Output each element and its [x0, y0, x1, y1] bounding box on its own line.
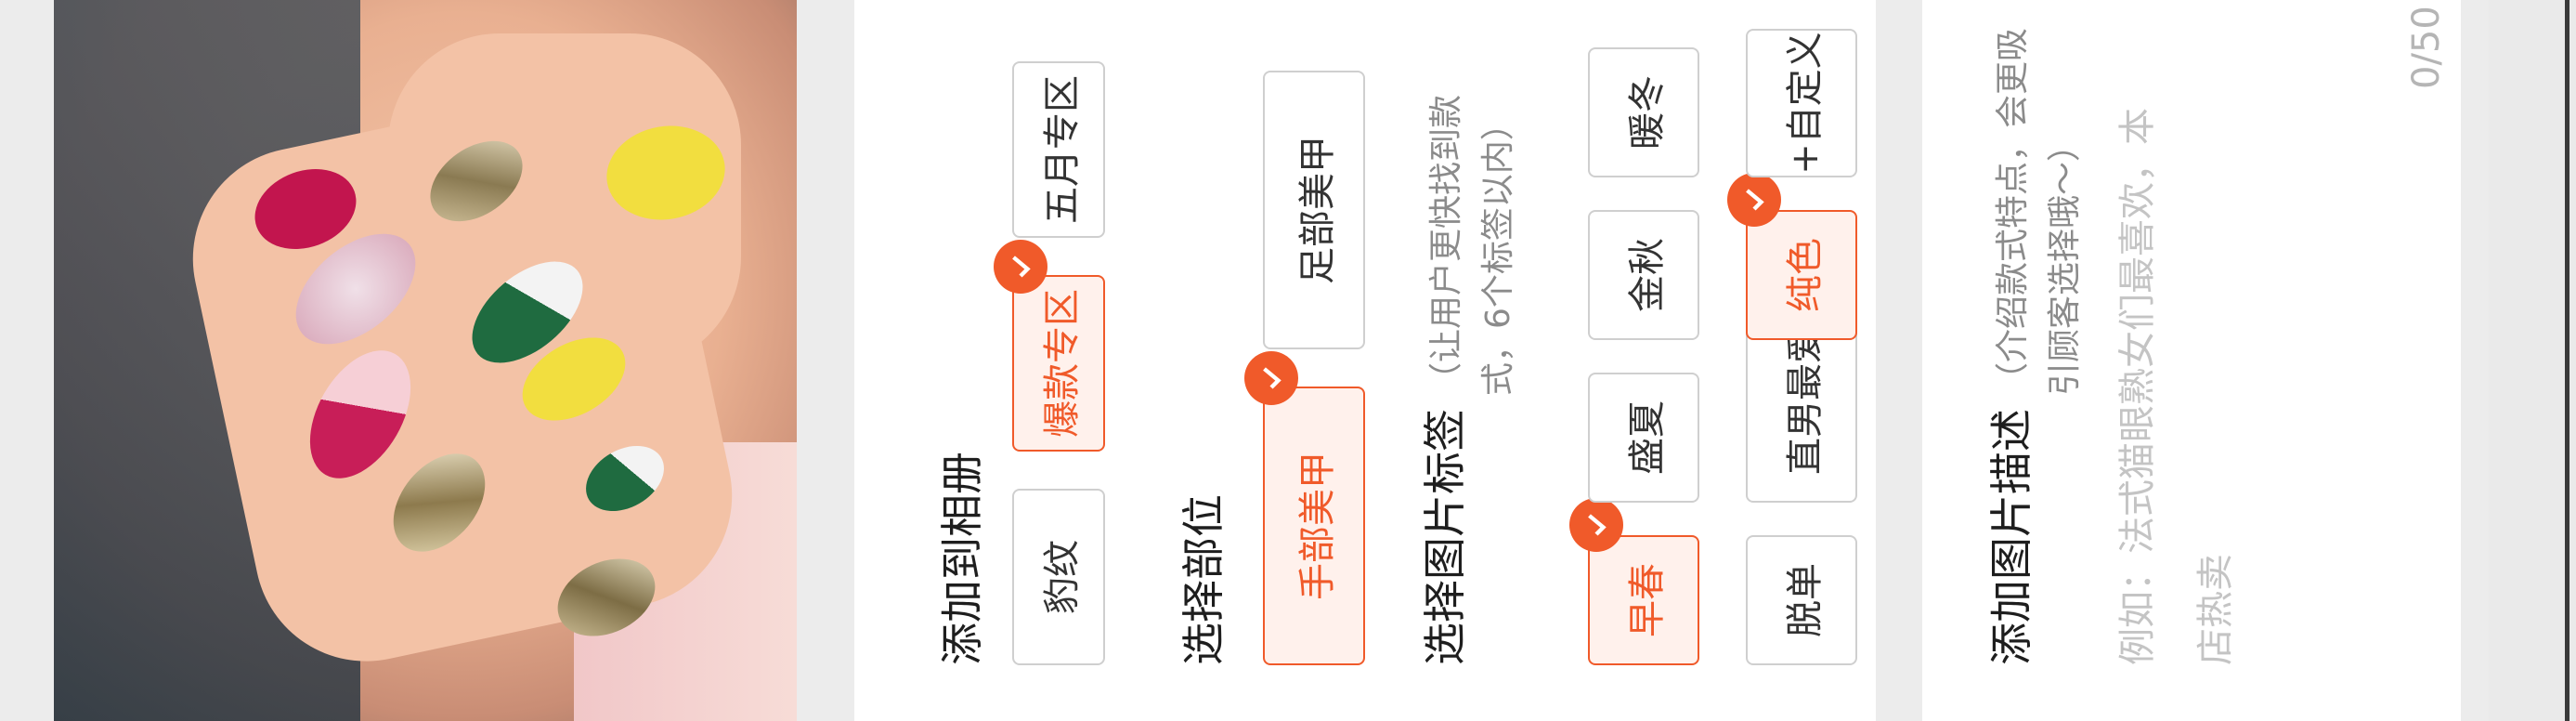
- tags-hint: （让用户更快找到款式，6个标签以内）: [1427, 94, 1517, 396]
- tag-chip-custom[interactable]: +自定义: [1746, 29, 1857, 177]
- album-chip-leopard[interactable]: 豹纹: [1012, 489, 1105, 665]
- bottom-strip: [2489, 0, 2576, 721]
- description-hint: （介绍款式特点，会更吸引顾客选择哦～）: [1994, 27, 2084, 396]
- options-panel: 添加到相册 豹纹 爆款专区 五月专区 选择部位 手部美甲 足部美甲 选择图片标签…: [854, 0, 1876, 721]
- album-title: 添加到相册: [937, 452, 987, 665]
- tag-chip-single[interactable]: 脱单: [1746, 535, 1857, 665]
- album-chip-may[interactable]: 五月专区: [1012, 61, 1105, 238]
- tag-chip-autumn[interactable]: 金秋: [1588, 210, 1699, 340]
- position-chip-hand[interactable]: 手部美甲: [1263, 387, 1365, 665]
- tag-chip-winter[interactable]: 暖冬: [1588, 47, 1699, 177]
- tag-chip-early-spring[interactable]: 早春: [1588, 535, 1699, 665]
- nail-photo: [54, 0, 797, 721]
- position-title: 选择部位: [1178, 494, 1229, 665]
- tag-chip-solid[interactable]: 纯色: [1746, 210, 1857, 340]
- description-input[interactable]: 例如：法式猫眼熟女们最喜欢，本店热卖: [2116, 108, 2237, 665]
- description-title: 添加图片描述: [1986, 409, 2036, 665]
- check-badge-icon: [1244, 351, 1298, 405]
- tag-chip-summer[interactable]: 盛夏: [1588, 373, 1699, 503]
- check-badge-icon: [1727, 173, 1781, 227]
- check-badge-icon: [1569, 498, 1623, 552]
- description-panel: 添加图片描述 （介绍款式特点，会更吸引顾客选择哦～） 例如：法式猫眼熟女们最喜欢…: [1922, 0, 2461, 721]
- check-badge-icon: [994, 240, 1047, 294]
- album-chip-hot[interactable]: 爆款专区: [1012, 275, 1105, 452]
- scrollbar[interactable]: [2565, 0, 2569, 721]
- char-counter: 0/50: [2405, 6, 2448, 89]
- position-chip-foot[interactable]: 足部美甲: [1263, 71, 1365, 349]
- tags-title: 选择图片标签: [1420, 409, 1470, 665]
